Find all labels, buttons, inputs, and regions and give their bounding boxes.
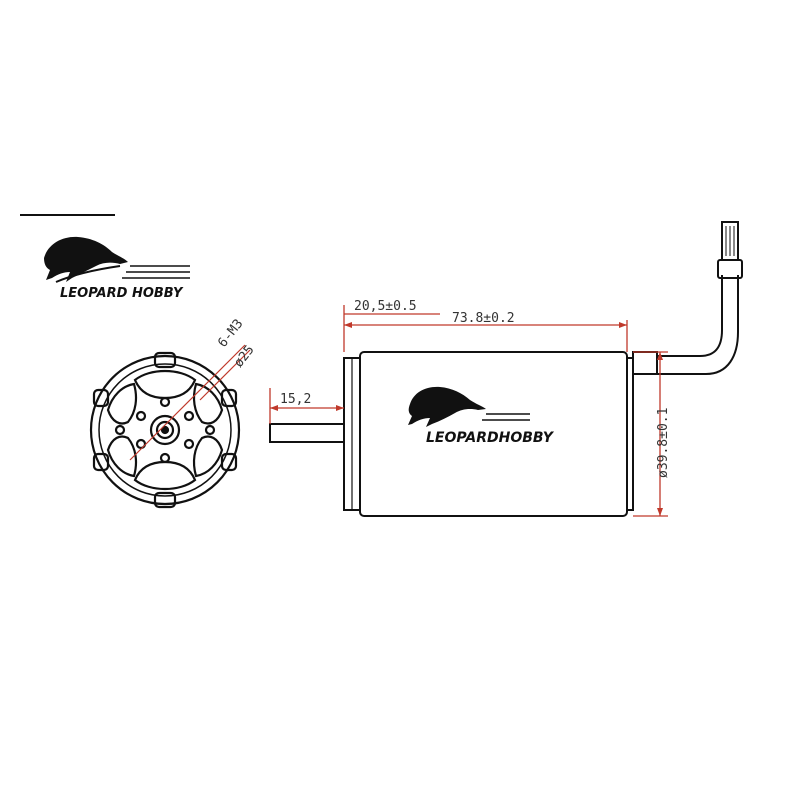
body-logo: LEOPARDHOBBY (408, 386, 555, 446)
dimension-lines (269, 305, 668, 517)
end-view-dimensions (129, 344, 251, 461)
logo-speed-lines (122, 265, 190, 279)
leopard-icon (44, 236, 128, 283)
total-length-label: 73.8±0.2 (452, 311, 515, 326)
leopard-icon (408, 386, 486, 427)
shaft-length-label: 15,2 (280, 392, 311, 407)
body-logo-text: LEOPARDHOBBY (426, 430, 555, 446)
mount-holes-label: 6-M3 (215, 317, 246, 351)
dimension-arrows (270, 322, 663, 516)
bolt-circle-label: ø25 (231, 343, 257, 371)
body-speed-lines (482, 413, 530, 421)
diameter-label: ø39.8±0.1 (656, 408, 671, 478)
front-length-label: 20,5±0.5 (354, 299, 417, 314)
logo-text: LEOPARD HOBBY (60, 286, 184, 301)
brand-logo: LEOPARD HOBBY (20, 214, 190, 301)
motor-end-view (89, 351, 241, 509)
motor-side-view (269, 221, 743, 517)
